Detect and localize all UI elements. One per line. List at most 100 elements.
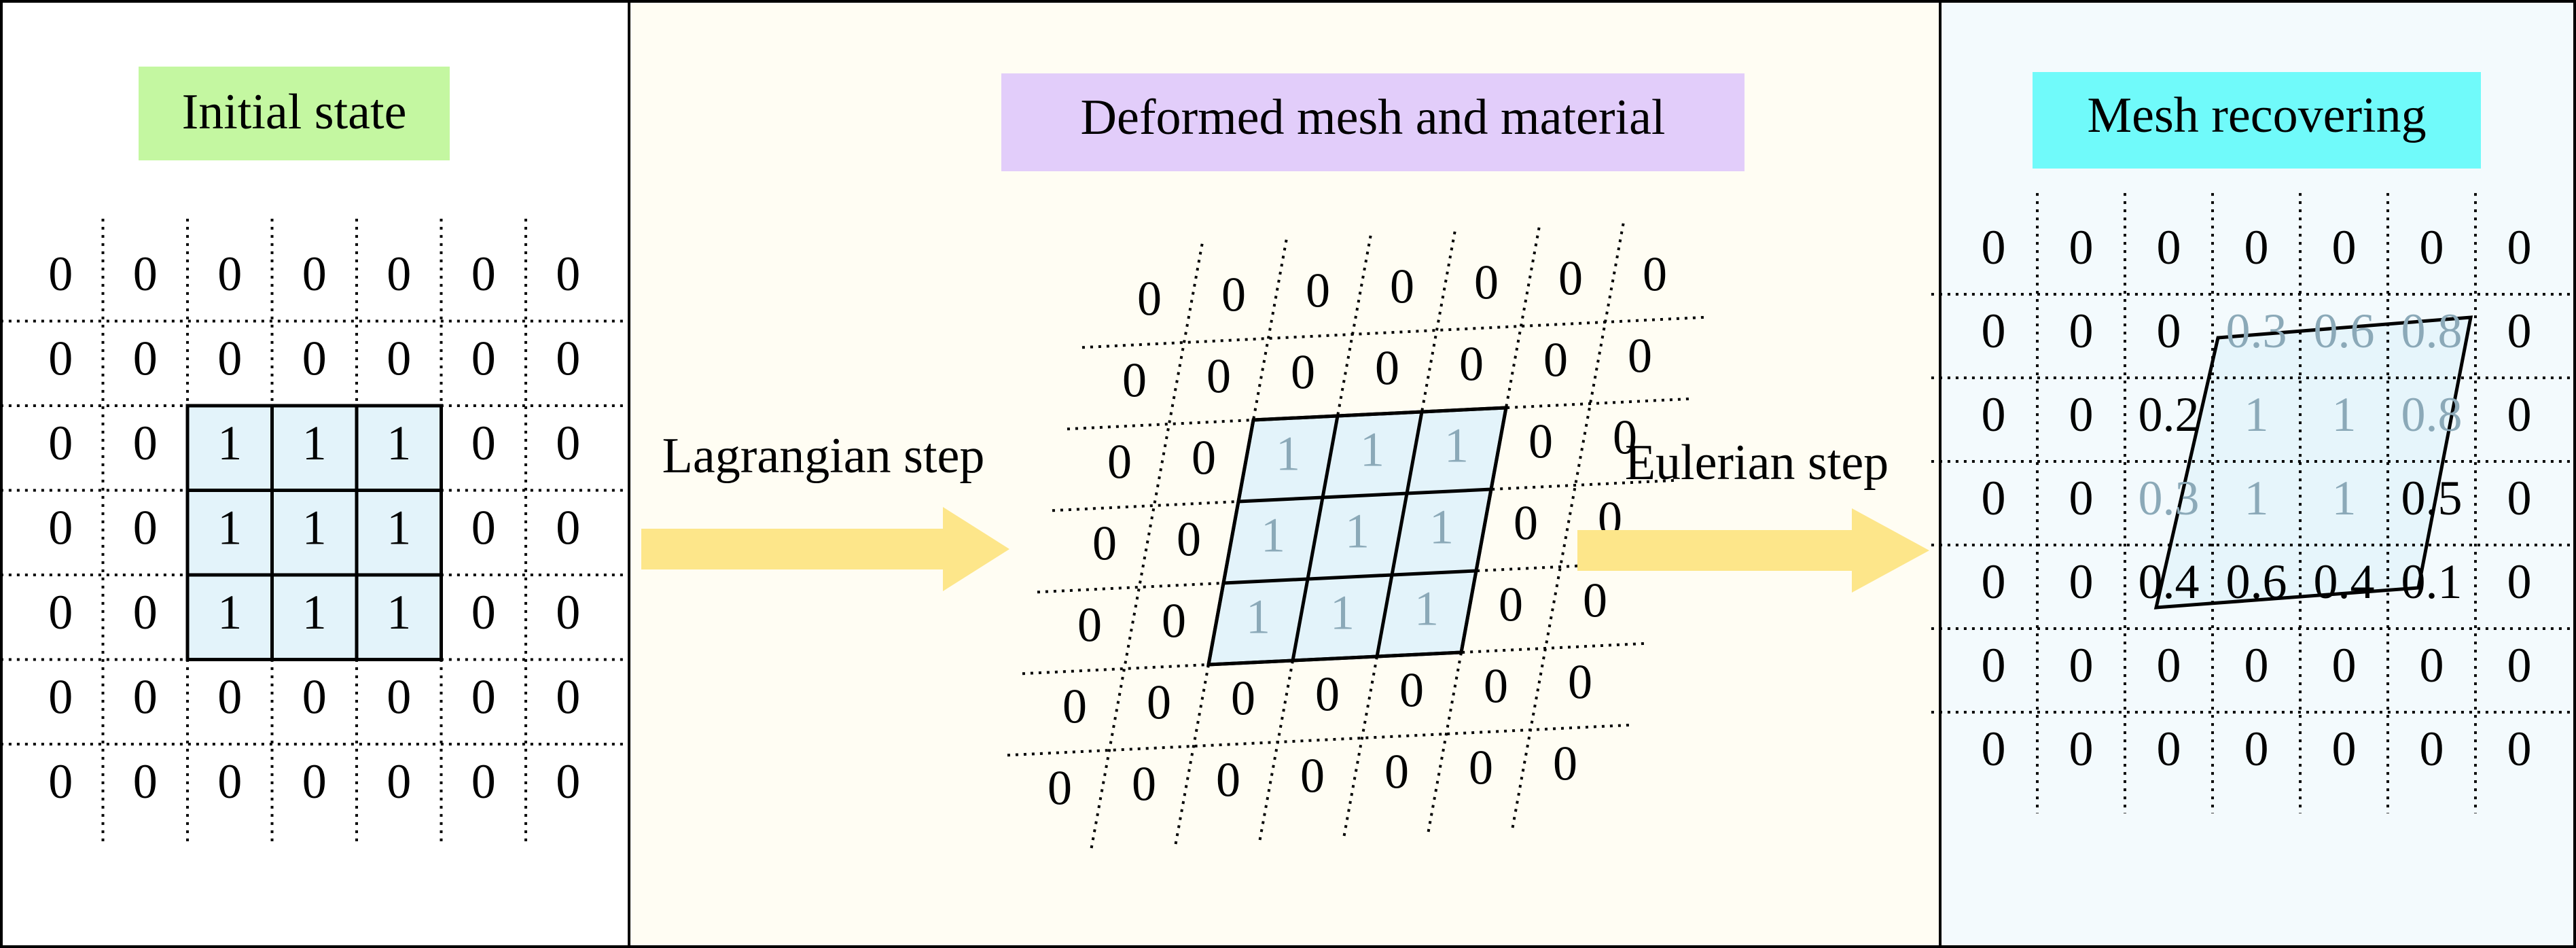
cell-value: 0.4	[2314, 555, 2375, 609]
cell-value: 0	[1474, 256, 1499, 310]
cell-value: 1	[217, 416, 242, 470]
cell-value: 0	[48, 247, 73, 301]
cell-value: 1	[387, 585, 411, 639]
cell-value: 0	[2420, 722, 2444, 776]
cell-value: 0	[1300, 749, 1325, 803]
material-line	[1223, 569, 1477, 585]
cell-value: 0	[1568, 655, 1592, 709]
cell-value: 0	[2157, 304, 2181, 358]
cell-value: 0	[1982, 304, 2006, 358]
cell-value: 1	[1360, 423, 1384, 477]
cell-value: 0	[1484, 659, 1508, 714]
cell-value: 0	[2507, 722, 2532, 776]
cell-value: 1	[1261, 508, 1285, 563]
cell-value: 0	[217, 669, 242, 724]
cell-value: 0	[302, 247, 327, 301]
cell-value: 1	[1276, 427, 1300, 481]
cell-value: 0	[1643, 247, 1667, 302]
cell-value: 0.6	[2226, 555, 2287, 609]
cell-value: 0	[1982, 220, 2006, 275]
cell-value: 1	[387, 500, 411, 555]
cell-value: 0	[48, 754, 73, 809]
cell-value: 0	[2069, 555, 2094, 609]
lagrangian-step-arrow	[641, 507, 1009, 591]
cell-value: 1	[302, 585, 327, 639]
cell-value: 0.5	[2401, 471, 2463, 525]
cell-value: 0	[2244, 638, 2269, 692]
mesh-recovering-title: Mesh recovering	[2087, 88, 2426, 143]
cell-value: 0	[133, 247, 158, 301]
cell-value: 0	[1206, 349, 1231, 404]
cell-value: 0	[1553, 737, 1577, 791]
cell-value: 0	[133, 585, 158, 639]
cell-value: 0	[556, 754, 580, 809]
cell-value: 0	[1613, 410, 1637, 465]
cell-value: 0	[1315, 667, 1340, 722]
cell-value: 1	[1330, 586, 1355, 640]
cell-value: 0.1	[2401, 555, 2463, 609]
cell-value: 0	[1982, 471, 2006, 525]
cell-value: 0	[1558, 251, 1583, 306]
cell-value: 0	[2332, 722, 2357, 776]
cell-value: 0	[1399, 663, 1424, 718]
cell-value: 0	[2157, 638, 2181, 692]
cell-value: 0	[1221, 268, 1246, 322]
cell-value: 0	[387, 247, 411, 301]
cell-value: 0	[2069, 638, 2094, 692]
cell-value: 0	[556, 331, 580, 385]
cell-value: 0	[2332, 638, 2357, 692]
cell-value: 0	[1092, 516, 1117, 571]
cell-value: 0	[48, 500, 73, 555]
cell-value: 0	[471, 754, 496, 809]
cell-value: 0	[2069, 220, 2094, 275]
cell-value: 0	[2157, 220, 2181, 275]
cell-value: 1	[217, 500, 242, 555]
cell-value: 0	[471, 500, 496, 555]
cell-value: 0	[1231, 671, 1255, 726]
cell-value: 1	[387, 416, 411, 470]
cell-value: 1	[2244, 471, 2269, 525]
cell-value: 0	[387, 754, 411, 809]
cell-value: 1	[2244, 387, 2269, 442]
cell-value: 0	[2507, 387, 2532, 442]
cell-value: 0	[556, 669, 580, 724]
cell-value: 0.2	[2139, 387, 2200, 442]
cell-value: 0	[133, 331, 158, 385]
cell-value: 0	[556, 585, 580, 639]
eulerian-step-arrow	[1577, 508, 1929, 593]
cell-value: 0	[302, 331, 327, 385]
cell-value: 0	[2507, 555, 2532, 609]
lagrangian-step-label: Lagrangian step	[662, 428, 985, 484]
cell-value: 0	[1291, 345, 1315, 400]
cell-value: 0	[133, 754, 158, 809]
cell-value: 0.3	[2226, 304, 2287, 358]
cell-value: 0	[471, 247, 496, 301]
cell-value: 0	[2069, 304, 2094, 358]
mesh-recovering-title-box	[2033, 72, 2481, 169]
cell-value: 0	[217, 247, 242, 301]
cell-value: 0	[48, 416, 73, 470]
cell-value: 0	[2507, 304, 2532, 358]
cell-value: 0	[471, 585, 496, 639]
cell-value: 0	[1306, 264, 1330, 318]
cell-value: 0	[2069, 471, 2094, 525]
cell-value: 0	[2332, 220, 2357, 275]
cell-value: 0	[471, 669, 496, 724]
cell-value: 0	[1375, 341, 1399, 396]
cell-value: 0.4	[2139, 555, 2200, 609]
cell-value: 0	[302, 669, 327, 724]
cell-value: 0	[1390, 260, 1414, 314]
material-line	[1238, 487, 1492, 504]
cell-value: 0	[133, 500, 158, 555]
cell-value: 0	[48, 585, 73, 639]
material-region	[2156, 317, 2471, 608]
eulerian-step-label: Eulerian step	[1625, 435, 1889, 491]
cell-value: 1	[1414, 582, 1439, 636]
cell-value: 0	[1192, 431, 1216, 485]
cell-value: 0	[48, 669, 73, 724]
cell-value: 0	[1628, 329, 1652, 383]
initial-state-title-box	[139, 67, 450, 160]
